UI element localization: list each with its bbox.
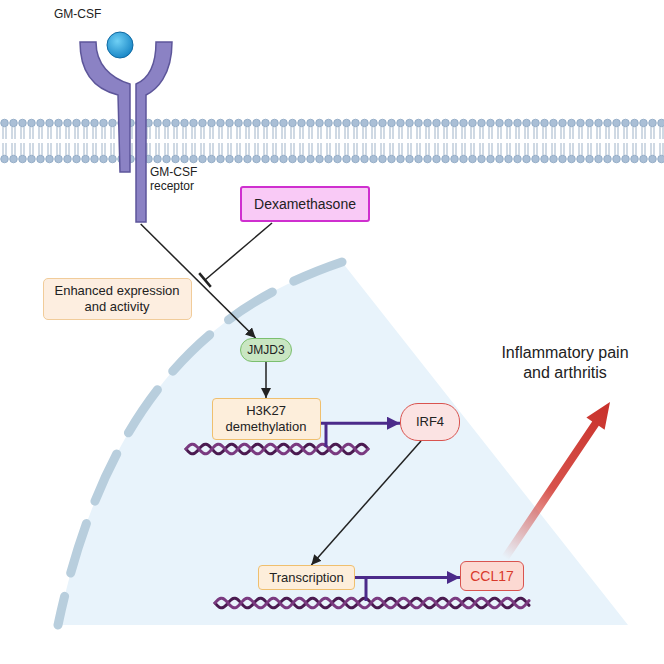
receptor-chain [80,42,130,172]
outcome-label: Inflammatory pain and arthritis [493,343,637,383]
receptor-chain [136,42,172,222]
arrow-connector [355,576,460,579]
node-text: Dexamethasone [254,196,356,213]
node-text: GM-CSF [54,7,101,21]
process-box: H3K27 demethylation [212,398,321,440]
ligand-ball [107,32,133,58]
node-text: JMJD3 [247,343,284,357]
note-box: Enhanced expression and activity [43,278,192,320]
inhibition-bar [199,273,211,287]
promoter-stalk [325,423,328,447]
node-text: CCL17 [470,568,514,585]
node-text: IRF4 [416,414,444,430]
inhibition-line [205,223,272,280]
enzyme-pill: JMJD3 [240,338,292,362]
cell-membrane [0,118,664,164]
dna-strand [215,598,529,608]
node-text: GM-CSF receptor [150,165,212,194]
chemokine-box: CCL17 [460,561,524,591]
ligand-circle [106,31,134,59]
node-text: Enhanced expression and activity [48,283,186,314]
dna-strand [186,444,368,454]
process-box: Transcription [258,565,355,590]
arrow-connector [311,441,421,565]
dna-helices [186,444,529,608]
arrow-connector [265,362,267,398]
promoter-stalk [365,577,368,601]
arrow-connector [321,422,401,425]
output-arrow [502,402,610,560]
node-text: Transcription [269,570,344,586]
receptor-shape: GM-CSF receptor [78,38,188,224]
drug-box: Dexamethasone [240,186,370,222]
dna-strand [186,444,368,454]
node-text: H3K27 demethylation [217,403,315,434]
dna-strand [215,598,529,608]
ligand-circle: GM-CSF [106,31,134,59]
factor-blob: IRF4 [400,403,460,441]
